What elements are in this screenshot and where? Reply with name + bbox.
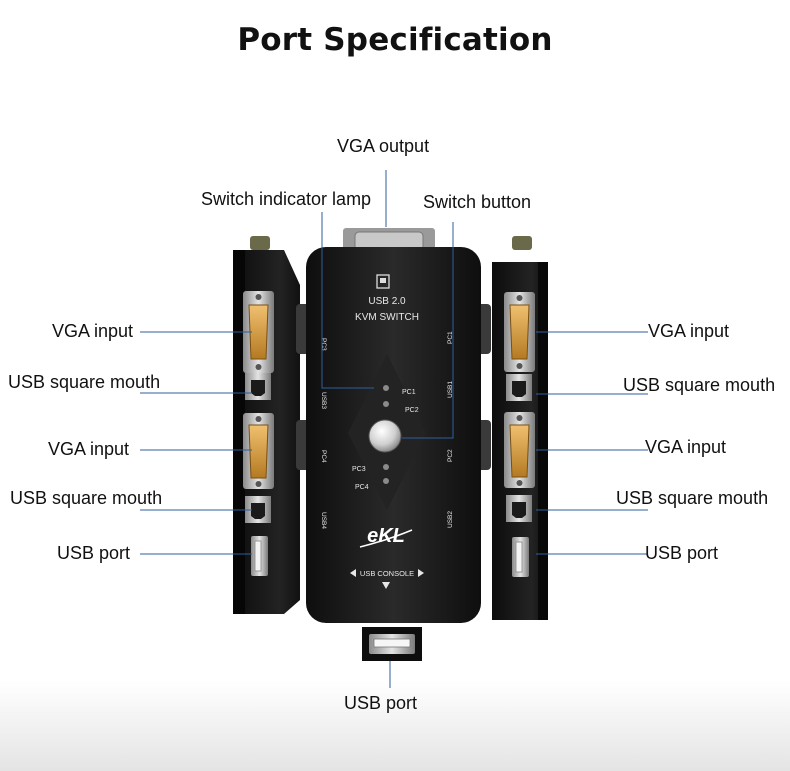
- page-title: Port Specification: [237, 22, 553, 58]
- side-label-usb2: USB2: [447, 511, 454, 528]
- side-label-usb1: USB1: [447, 381, 454, 398]
- right-usb-b-port-1: [506, 374, 532, 401]
- arrow-right-icon: [418, 569, 424, 577]
- right-side-panel: [492, 236, 548, 620]
- callout-switch-indicator: [321, 212, 374, 389]
- right-vga-port-1: [504, 292, 535, 372]
- left-usb-a-port: [251, 536, 268, 576]
- side-label-pc4: PC4: [320, 450, 327, 463]
- left-side-panel: [233, 236, 300, 614]
- label-left-vga-input-2: VGA input: [48, 439, 130, 459]
- arrow-down-icon: [382, 582, 390, 589]
- left-vga-port-2: [243, 413, 274, 489]
- label-vga-output: VGA output: [337, 136, 430, 156]
- label-switch-indicator-lamp: Switch indicator lamp: [201, 189, 372, 209]
- center-front-body: USB 2.0 KVM SWITCH PC3 USB3 PC4 USB4 PC1…: [296, 228, 491, 623]
- right-dc-jack: [512, 236, 532, 250]
- left-dc-jack: [250, 236, 270, 250]
- label-right-usb-square-mouth-1: USB square mouth: [623, 375, 776, 395]
- usb-console-label: USB CONSOLE: [360, 569, 414, 578]
- callout-lines: [140, 170, 648, 688]
- led-pc1: [383, 385, 389, 391]
- right-vga-port-2: [504, 412, 535, 488]
- label-left-usb-square-mouth-1: USB square mouth: [8, 372, 161, 392]
- left-vga-port-1: [243, 291, 274, 373]
- right-usb-a-port: [512, 537, 529, 577]
- led-pc2: [383, 401, 389, 407]
- label-left-vga-input-1: VGA input: [52, 321, 134, 341]
- label-right-usb-square-mouth-2: USB square mouth: [616, 488, 769, 508]
- bottom-usb-a-port: [362, 627, 422, 661]
- label-switch-button: Switch button: [423, 192, 532, 212]
- led-pc3: [383, 464, 389, 470]
- switch-button[interactable]: [368, 419, 402, 453]
- usb-version-label: USB 2.0: [368, 296, 406, 307]
- top-vga-output-port: [343, 228, 435, 252]
- callout-switch-button: [402, 222, 454, 439]
- label-right-vga-input-2: VGA input: [645, 437, 727, 457]
- label-right-usb-port: USB port: [645, 543, 719, 563]
- side-label-pc2: PC2: [447, 449, 454, 462]
- label-bottom-usb-port: USB port: [344, 693, 418, 713]
- led-label-pc3: PC3: [352, 466, 366, 473]
- kvm-switch-label: KVM SWITCH: [355, 312, 419, 323]
- right-usb-b-port-2: [506, 495, 532, 522]
- side-label-usb4: USB4: [320, 512, 327, 529]
- arrow-left-icon: [350, 569, 356, 577]
- side-label-pc1: PC1: [447, 331, 454, 344]
- label-right-vga-input-1: VGA input: [648, 321, 730, 341]
- label-left-usb-port: USB port: [57, 543, 131, 563]
- led-label-pc2: PC2: [405, 407, 419, 414]
- led-pc4: [383, 478, 389, 484]
- side-label-pc3: PC3: [320, 338, 327, 351]
- side-label-usb3: USB3: [320, 392, 327, 409]
- label-left-usb-square-mouth-2: USB square mouth: [10, 488, 163, 508]
- left-usb-b-port-1: [245, 373, 271, 400]
- brand-logo: eKL: [367, 525, 405, 547]
- led-label-pc1: PC1: [402, 389, 416, 396]
- usb-logo-icon: [376, 274, 390, 289]
- led-label-pc4: PC4: [355, 484, 369, 491]
